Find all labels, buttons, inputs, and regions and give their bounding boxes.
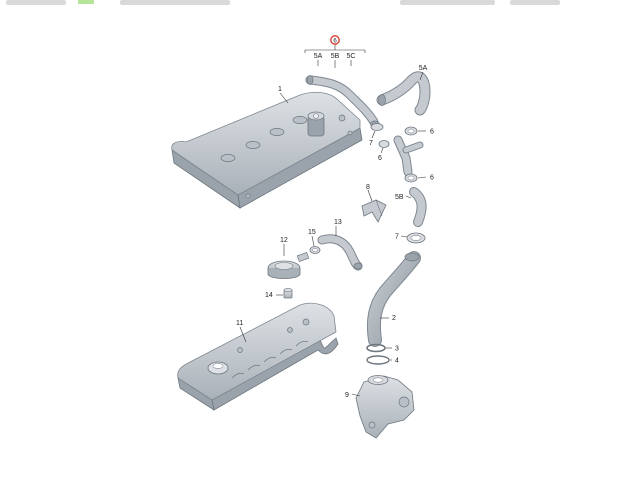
hose-2 [366, 251, 421, 347]
seal-14 [283, 288, 293, 299]
label-12: 12 [280, 237, 288, 244]
label-5b: 5B [395, 194, 404, 201]
label-4: 4 [395, 358, 399, 365]
label-14: 14 [265, 292, 273, 299]
label-5c-header: 5C [347, 53, 356, 60]
label-7-a: 7 [369, 140, 373, 147]
pressure-regulator-12 [267, 252, 310, 279]
label-3: 3 [395, 346, 399, 353]
label-13: 13 [334, 219, 342, 226]
hose-5a-upper [376, 71, 431, 116]
label-6-a: 6 [430, 129, 434, 136]
label-5b-header: 5B [331, 53, 340, 60]
clamp-7-lower [406, 232, 426, 244]
upper-valve-cover [171, 91, 363, 209]
group-callout-6: 6 5A 5B 5C [304, 35, 366, 68]
group-callout-label: 6 [333, 39, 337, 45]
clamp-6-mid [378, 140, 390, 148]
clamp-15 [309, 246, 321, 254]
label-11: 11 [236, 320, 243, 327]
clamp-7-top [370, 123, 384, 131]
cropped-header-strip [0, 0, 640, 9]
o-ring-4 [366, 355, 390, 365]
callout-ring [330, 35, 340, 45]
t-piece-5b [393, 135, 424, 177]
label-6-b: 6 [378, 155, 382, 162]
label-1: 1 [278, 86, 282, 93]
o-ring-3 [366, 343, 386, 353]
clamp-6-top [404, 126, 418, 136]
label-7-b: 7 [395, 234, 399, 241]
hose-13 [317, 234, 363, 271]
label-5a-header: 5A [314, 53, 323, 60]
hose-5b-lower [409, 187, 427, 227]
bracket-8 [361, 199, 387, 223]
label-9: 9 [345, 392, 349, 399]
label-15: 15 [308, 229, 316, 236]
label-8: 8 [366, 184, 370, 191]
clamp-6-low [404, 173, 418, 183]
label-5a: 5A [419, 65, 428, 72]
lower-valve-cover [177, 302, 339, 411]
label-2: 2 [392, 315, 396, 322]
label-6-c: 6 [430, 175, 434, 182]
pcv-valve-9 [355, 375, 415, 439]
